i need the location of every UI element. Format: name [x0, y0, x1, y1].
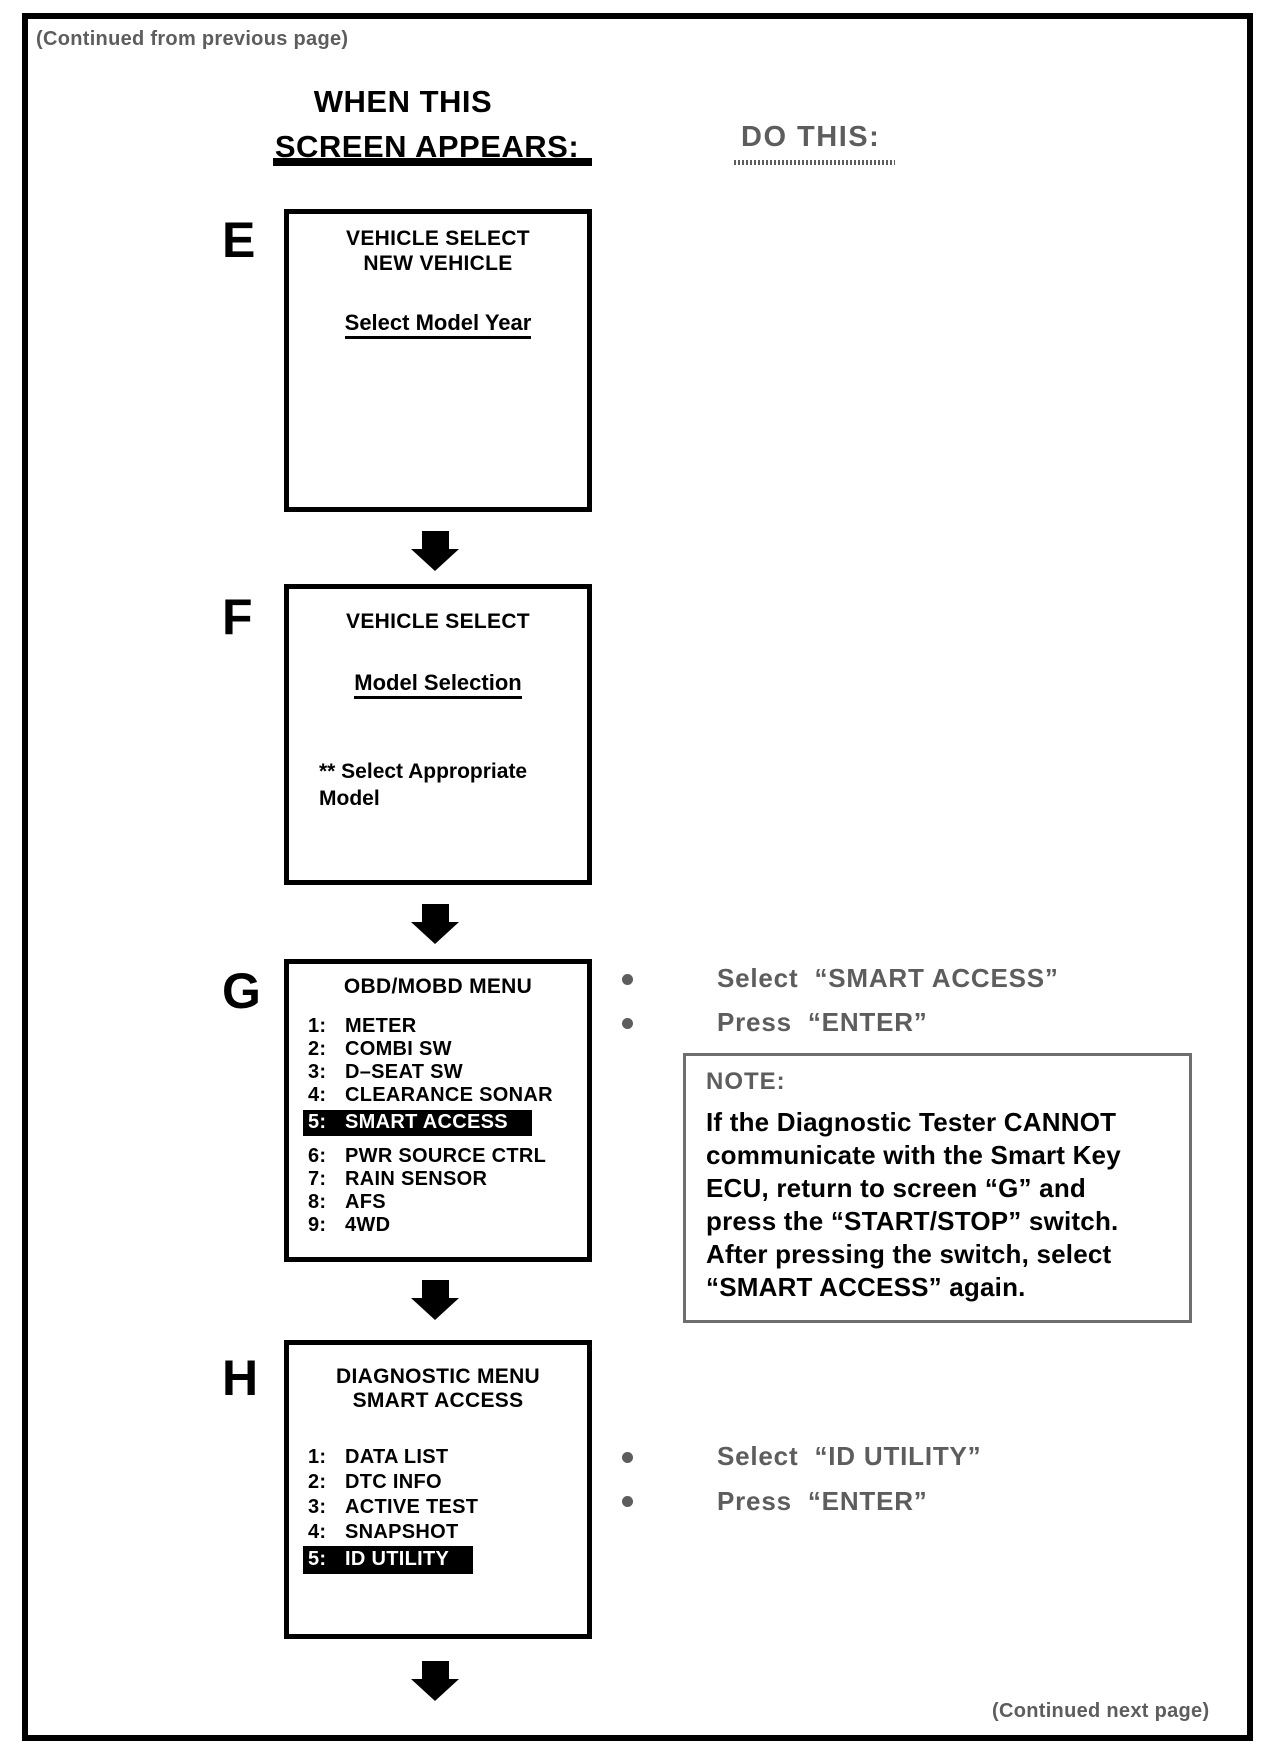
screen-g-title: OBD/MOBD MENU: [343, 975, 533, 998]
arrow-head: [411, 922, 459, 944]
menu-item-label: D–SEAT SW: [345, 1061, 463, 1083]
menu-item-label: ACTIVE TEST: [345, 1496, 479, 1518]
arrow-head: [411, 1298, 459, 1320]
screen-e-title: VEHICLE SELECT NEW VEHICLE: [289, 214, 587, 276]
menu-item-number: 6:: [308, 1145, 327, 1167]
menu-item: 7: RAIN SENSOR: [289, 1168, 587, 1191]
menu-item: 3: ACTIVE TEST: [289, 1495, 587, 1520]
page-border: [22, 13, 1253, 1741]
screen-g-menu: 1: METER 2: COMBI SW 3: D–SEAT SW 4: CLEARAN…: [289, 1015, 587, 1237]
bullet-icon: [622, 1452, 633, 1463]
menu-item: 2: COMBI SW: [289, 1038, 587, 1061]
note-body: If the Diagnostic Tester CANNOT communic…: [706, 1107, 1121, 1302]
menu-item-number: 1:: [308, 1015, 327, 1037]
screen-e-title-line2: NEW VEHICLE: [363, 252, 513, 275]
menu-item-label: AFS: [345, 1191, 386, 1213]
arrow-stem: [421, 531, 449, 549]
do-this-underline: [734, 160, 895, 165]
menu-item-number: 4:: [308, 1084, 327, 1106]
down-arrow-icon: [411, 1661, 459, 1701]
note-label: NOTE:: [706, 1068, 786, 1095]
screen-f-subtitle-text: Model Selection: [354, 670, 522, 699]
menu-item-label: SMART ACCESS: [345, 1111, 508, 1133]
continued-next-note: (Continued next page): [992, 1700, 1210, 1722]
screen-label-h: H: [222, 1350, 259, 1406]
screen-box-f: VEHICLE SELECT Model Selection ** Select…: [284, 584, 592, 885]
screen-label-e: E: [222, 212, 256, 268]
down-arrow-icon: [411, 1280, 459, 1320]
screen-h-title-line2: SMART ACCESS: [352, 1389, 524, 1412]
arrow-head: [411, 549, 459, 571]
screen-label-f: F: [222, 589, 253, 645]
menu-item-label: DATA LIST: [345, 1446, 449, 1468]
bullet-icon: [622, 1496, 633, 1507]
menu-item-label: SNAPSHOT: [345, 1521, 459, 1543]
menu-item: 6: PWR SOURCE CTRL: [289, 1145, 587, 1168]
arrow-head: [411, 1679, 459, 1701]
screen-label-g: G: [222, 963, 261, 1019]
instruction-press-enter: Press “ENTER”: [717, 1486, 928, 1516]
header-do-this: DO THIS:: [741, 121, 881, 153]
screen-h-title: DIAGNOSTIC MENU SMART ACCESS: [289, 1345, 587, 1413]
bullet-icon: [622, 1018, 633, 1029]
bullet-icon: [622, 974, 633, 985]
menu-item-number: 9:: [308, 1214, 327, 1236]
menu-item: 4: SNAPSHOT: [289, 1520, 587, 1545]
screen-f-note: ** Select Appropriate Model: [319, 760, 528, 810]
down-arrow-icon: [411, 904, 459, 944]
menu-highlight-band: 5: ID UTILITY: [303, 1546, 474, 1574]
screen-h-menu: 1: DATA LIST 2: DTC INFO 3: ACTIVE TEST 4: S…: [289, 1445, 587, 1574]
down-arrow-icon: [411, 531, 459, 571]
menu-item-number: 7:: [308, 1168, 327, 1190]
menu-item-number: 8:: [308, 1191, 327, 1213]
screen-e-title-line1: VEHICLE SELECT: [346, 227, 530, 250]
menu-item: 3: D–SEAT SW: [289, 1061, 587, 1084]
menu-item-highlighted: 5: SMART ACCESS: [289, 1110, 587, 1136]
header-when-this: WHEN THIS: [313, 84, 493, 119]
instruction-select-id-utility: Select “ID UTILITY”: [717, 1441, 982, 1471]
screen-h-title-line1: DIAGNOSTIC MENU: [336, 1365, 540, 1388]
menu-item-number: 1:: [308, 1446, 327, 1468]
menu-item-label: PWR SOURCE CTRL: [345, 1145, 547, 1167]
menu-item-label: DTC INFO: [345, 1471, 442, 1493]
menu-item-label: ID UTILITY: [345, 1548, 450, 1570]
menu-item-number: 4:: [308, 1521, 327, 1543]
screen-box-g: OBD/MOBD MENU 1: METER 2: COMBI SW 3: D–SEA…: [284, 959, 592, 1262]
menu-item-highlighted: 5: ID UTILITY: [289, 1546, 587, 1574]
menu-item-number: 2:: [308, 1038, 327, 1060]
menu-item-number: 3:: [308, 1496, 327, 1518]
menu-item: 1: METER: [289, 1015, 587, 1038]
screen-box-e: VEHICLE SELECT NEW VEHICLE Select Model …: [284, 209, 592, 512]
menu-item-number: 2:: [308, 1471, 327, 1493]
menu-item-label: RAIN SENSOR: [345, 1168, 488, 1190]
arrow-stem: [421, 1280, 449, 1298]
arrow-stem: [421, 1661, 449, 1679]
header-underline: [273, 158, 592, 166]
menu-item-number: 3:: [308, 1061, 327, 1083]
menu-item-label: COMBI SW: [345, 1038, 452, 1060]
menu-item: 4: CLEARANCE SONAR: [289, 1084, 587, 1107]
menu-item: 1: DATA LIST: [289, 1445, 587, 1470]
screen-box-h: DIAGNOSTIC MENU SMART ACCESS 1: DATA LIST…: [284, 1340, 592, 1639]
instruction-select-smart-access: Select “SMART ACCESS”: [717, 963, 1059, 993]
menu-item-label: METER: [345, 1015, 417, 1037]
menu-item-number: 5:: [308, 1111, 327, 1133]
menu-item: 8: AFS: [289, 1191, 587, 1214]
screen-e-subtitle-text: Select Model Year: [344, 310, 532, 339]
screen-f-subtitle: Model Selection: [289, 670, 587, 699]
note-box: NOTE: If the Diagnostic Tester CANNOT co…: [683, 1053, 1192, 1323]
menu-item-label: CLEARANCE SONAR: [345, 1084, 553, 1106]
arrow-stem: [421, 904, 449, 922]
menu-item-label: 4WD: [345, 1214, 391, 1236]
continued-from-note: (Continued from previous page): [36, 28, 349, 50]
screen-e-subtitle: Select Model Year: [289, 310, 587, 339]
menu-item: 9: 4WD: [289, 1214, 587, 1237]
menu-item: 2: DTC INFO: [289, 1470, 587, 1495]
menu-highlight-band: 5: SMART ACCESS: [303, 1110, 532, 1136]
instruction-press-enter: Press “ENTER”: [717, 1007, 928, 1037]
menu-item-number: 5:: [308, 1548, 327, 1570]
screen-f-title: VEHICLE SELECT: [346, 610, 530, 633]
